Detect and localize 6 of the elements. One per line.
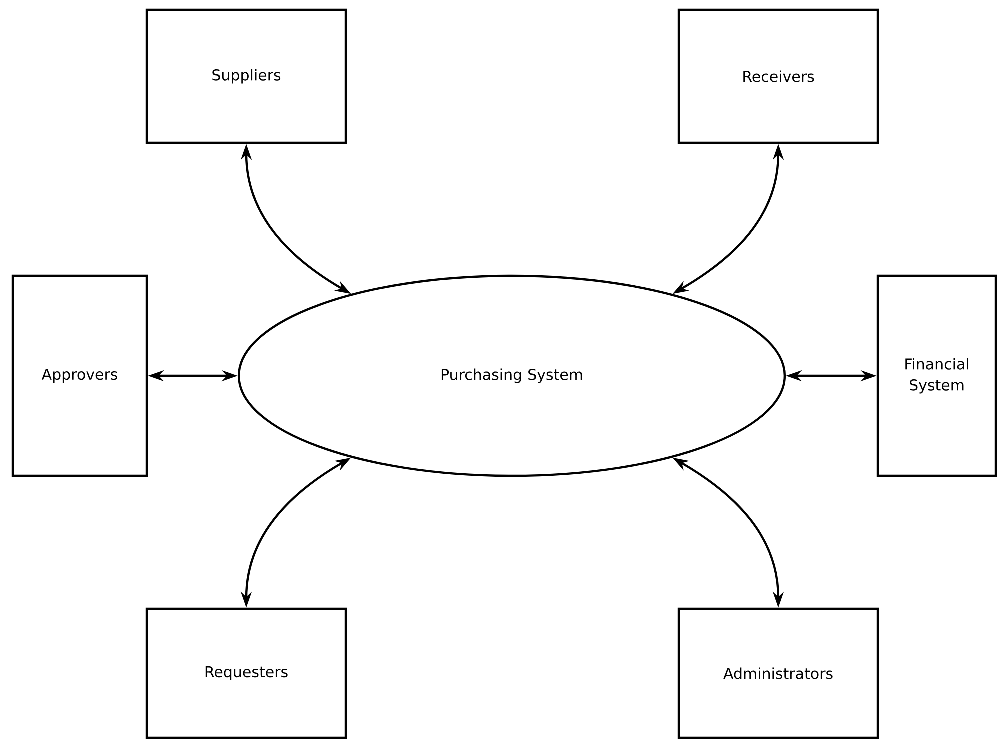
entity-box: Financial System (876, 274, 998, 478)
entity-box: Requesters (146, 608, 348, 740)
entity-box: Approvers (12, 274, 148, 478)
entity-box: Receivers (678, 8, 880, 144)
entity-box: Administrators (678, 608, 880, 740)
entity-box: Suppliers (146, 8, 348, 144)
